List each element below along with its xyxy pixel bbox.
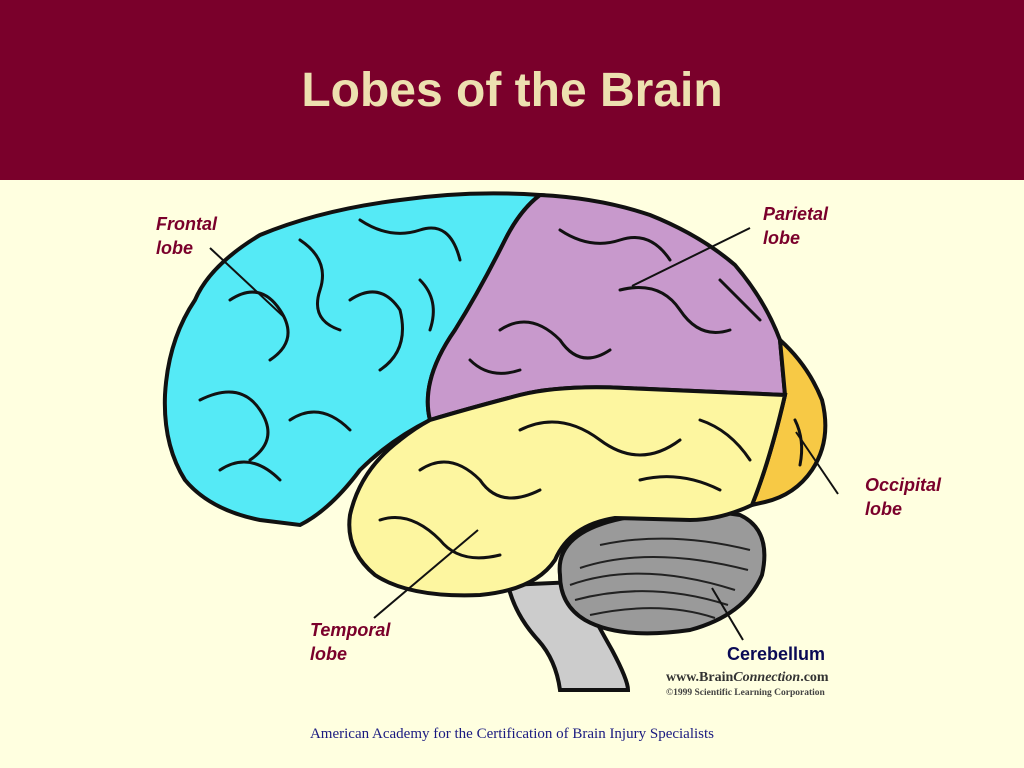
cerebellum-folds [569, 537, 751, 619]
frontal-label-line2: lobe [156, 238, 194, 258]
temporal-label-line2: lobe [310, 644, 348, 664]
title-bar: Lobes of the Brain [0, 0, 1024, 180]
cerebellum-label: Cerebellum [727, 644, 826, 664]
source-credit-copyright: ©1999 Scientific Learning Corporation [666, 688, 825, 698]
page-title: Lobes of the Brain [301, 63, 723, 117]
temporal-label-line1: Temporal [310, 620, 391, 640]
temporal-lobe [347, 385, 788, 598]
occipital-label-line1: Occipital [865, 475, 942, 495]
parietal-label-line2: lobe [763, 228, 801, 248]
frontal-lobe-label: Frontal lobe [156, 212, 217, 260]
credit-site-suffix: .com [800, 670, 829, 685]
frontal-label-line1: Frontal [156, 214, 217, 234]
footer-text: American Academy for the Certification o… [309, 726, 715, 742]
source-credit-site: www.BrainConnection.com [666, 670, 829, 686]
credit-site-em: Connection [733, 670, 801, 685]
parietal-label-line1: Parietal [763, 204, 829, 224]
parietal-lobe-label: Parietal lobe [763, 202, 828, 250]
gyri-lines [198, 218, 804, 560]
leader-lines [209, 227, 839, 641]
occipital-lobe-label: Occipital lobe [865, 473, 941, 521]
temporal-lobe-label: Temporal lobe [310, 618, 390, 666]
credit-site-prefix: www.Brain [666, 670, 734, 685]
occipital-label-line2: lobe [865, 499, 903, 519]
